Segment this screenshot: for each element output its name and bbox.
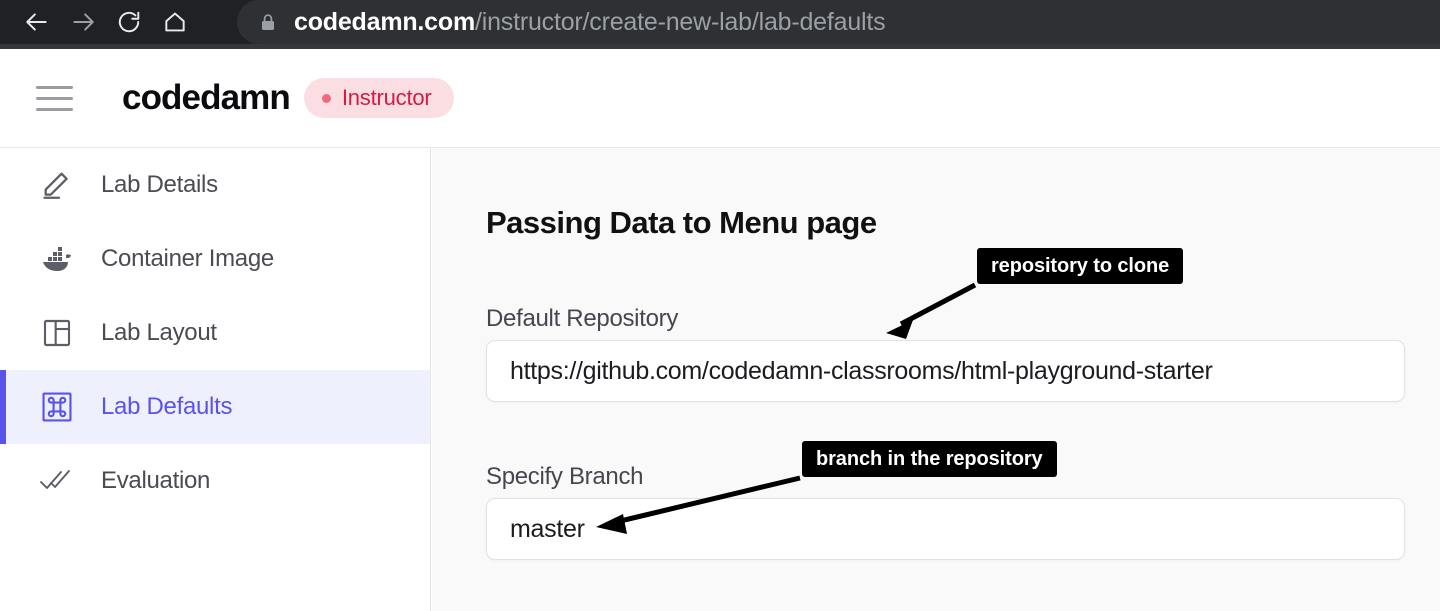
brand-logo[interactable]: codedamn	[122, 78, 291, 117]
back-arrow-icon	[26, 13, 47, 31]
specify-branch-label: Specify Branch	[486, 463, 644, 490]
double-check-icon	[37, 468, 77, 494]
badge-label: Instructor	[341, 85, 432, 110]
app-header: codedamn Instructor	[0, 49, 1440, 148]
specify-branch-input[interactable]: master	[486, 498, 1405, 560]
page-title: Passing Data to Menu page	[486, 205, 877, 240]
sidebar-item-label: Evaluation	[101, 467, 211, 494]
main-content: Passing Data to Menu page Default Reposi…	[432, 148, 1440, 611]
url-path: /instructor/create-new-lab/lab-defaults	[474, 7, 886, 36]
badge-dot-icon	[321, 93, 331, 103]
forward-arrow-icon	[73, 13, 94, 31]
default-repository-label: Default Repository	[486, 305, 679, 332]
hamburger-menu-icon[interactable]	[36, 83, 74, 113]
browser-toolbar: codedamn.com/instructor/create-new-lab/l…	[0, 0, 1440, 44]
toolbar-bottom-edge	[0, 44, 1440, 49]
command-key-icon	[37, 390, 77, 424]
reload-button[interactable]	[106, 0, 152, 44]
sidebar-item-evaluation[interactable]: Evaluation	[0, 444, 430, 518]
layout-panel-icon	[37, 317, 77, 349]
sidebar: Lab Details Container Image Lab Layout	[0, 148, 431, 611]
sidebar-item-label: Lab Defaults	[101, 393, 233, 420]
sidebar-item-label: Lab Details	[101, 171, 218, 198]
sidebar-item-lab-layout[interactable]: Lab Layout	[0, 296, 430, 370]
back-button[interactable]	[14, 0, 60, 44]
status-badge: Instructor	[303, 78, 454, 118]
docker-whale-icon	[37, 244, 77, 274]
default-repository-input[interactable]: https://github.com/codedamn-classrooms/h…	[486, 340, 1405, 402]
forward-button[interactable]	[60, 0, 106, 44]
sidebar-item-lab-defaults[interactable]: Lab Defaults	[0, 370, 430, 444]
reload-icon	[118, 11, 140, 33]
url-domain: codedamn.com	[294, 7, 475, 36]
sidebar-item-container-image[interactable]: Container Image	[0, 222, 430, 296]
home-button[interactable]	[152, 0, 198, 44]
sidebar-item-lab-details[interactable]: Lab Details	[0, 148, 430, 222]
address-bar[interactable]: codedamn.com/instructor/create-new-lab/l…	[237, 0, 1440, 44]
lock-icon	[262, 13, 274, 30]
sidebar-item-label: Lab Layout	[101, 319, 217, 346]
pencil-icon	[37, 168, 77, 202]
home-icon	[165, 12, 185, 32]
sidebar-item-label: Container Image	[101, 245, 274, 272]
